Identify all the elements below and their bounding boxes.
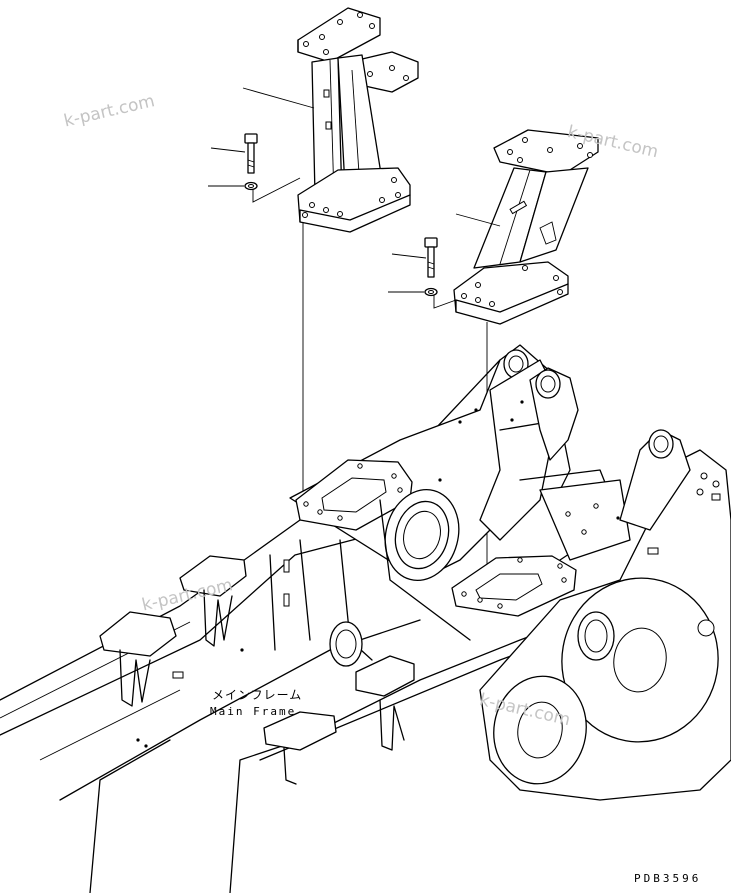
right-bolt[interactable] — [424, 237, 438, 278]
main-frame-label-jp: メインフレーム — [212, 688, 303, 702]
main-frame[interactable] — [0, 344, 731, 893]
right-support-bracket[interactable] — [453, 129, 599, 325]
drawing-code: PDB3596 — [634, 872, 702, 885]
main-frame-label-en: Main Frame — [210, 705, 297, 718]
left-bolt[interactable] — [244, 133, 258, 174]
left-washer[interactable] — [244, 181, 258, 191]
left-support-bracket[interactable] — [297, 7, 419, 233]
right-washer[interactable] — [424, 287, 438, 297]
